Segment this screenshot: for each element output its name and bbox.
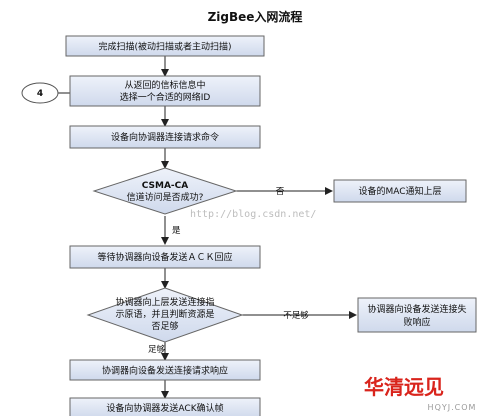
node-n3-line-1: 设备向协调器连接请求命令	[111, 131, 219, 143]
connector-label: 4	[37, 89, 43, 99]
watermark-url: http://blog.csdn.net/	[190, 209, 316, 220]
node-n1-line-1: 完成扫描(被动扫描或者主动扫描)	[98, 41, 231, 53]
decision-d2-line-3: 否足够	[151, 321, 178, 332]
edge-label-d1-yes: 是	[172, 226, 181, 236]
node-n2: 从返回的信标信息中 选择一个合适的网络ID	[69, 75, 261, 107]
node-n6: 设备向协调器发送ACK确认帧	[69, 397, 261, 416]
node-n2-line-1: 从返回的信标信息中	[124, 79, 205, 91]
node-n2-line-2: 选择一个合适的网络ID	[120, 91, 211, 103]
decision-d1-line-1: CSMA-CA	[142, 181, 189, 191]
logo-chinese: 华清远见	[364, 375, 444, 399]
edge-label-d1-no: 否	[276, 187, 285, 197]
edges	[161, 56, 357, 399]
node-n5-line-1: 协调器向设备发送连接请求响应	[102, 365, 228, 377]
node-n4-line-1: 等待协调器向设备发送ＡＣＫ回应	[97, 251, 232, 263]
decision-d2: 协调器向上层发送连接指 示原语，并且判断资源是 否足够	[86, 287, 244, 343]
node-mac-notify: 设备的MAC通知上层	[333, 179, 467, 203]
decision-d2-line-2: 示原语，并且判断资源是	[115, 308, 214, 320]
node-n5: 协调器向设备发送连接请求响应	[69, 359, 261, 381]
node-n4: 等待协调器向设备发送ＡＣＫ回应	[69, 245, 261, 269]
node-n3: 设备向协调器连接请求命令	[69, 125, 261, 149]
edge-label-d2-yes: 足够	[148, 344, 166, 355]
diagram-title: ZigBee入网流程	[208, 9, 303, 24]
decision-d2-line-1: 协调器向上层发送连接指	[115, 296, 214, 308]
connector-4: 4	[21, 82, 70, 104]
node-n1: 完成扫描(被动扫描或者主动扫描)	[65, 35, 265, 57]
node-fail-line-1: 协调器向设备发送连接失	[367, 303, 466, 315]
node-fail-response: 协调器向设备发送连接失 败响应	[357, 297, 477, 333]
node-mac-line-1: 设备的MAC通知上层	[358, 185, 441, 197]
decision-d1: CSMA-CA 信道访问是否成功?	[92, 167, 238, 215]
edge-label-d2-no: 不足够	[283, 310, 309, 321]
node-fail-line-2: 败响应	[403, 316, 430, 328]
decision-d1-line-2: 信道访问是否成功?	[127, 191, 204, 203]
brand-logo: 华清远见 HQYJ.COM	[364, 375, 477, 412]
logo-english: HQYJ.COM	[428, 403, 477, 412]
node-n6-line-1: 设备向协调器发送ACK确认帧	[106, 402, 223, 414]
